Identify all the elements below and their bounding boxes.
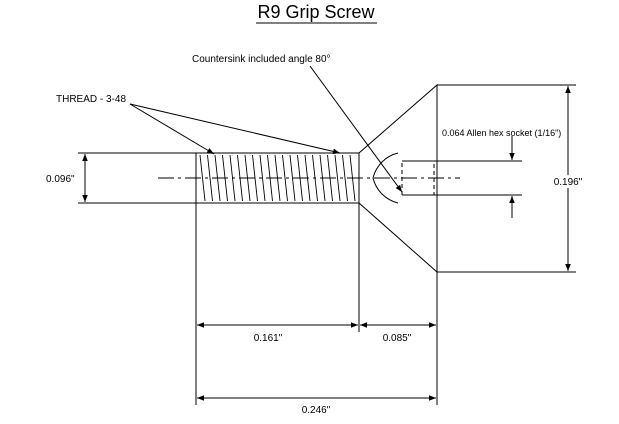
socket-curve bbox=[372, 152, 399, 204]
thread-line bbox=[282, 154, 288, 202]
dim-label-major-dia: 0.096" bbox=[46, 174, 75, 185]
dim-label-head-len: 0.085" bbox=[383, 333, 412, 344]
thread-leader-right bbox=[129, 103, 341, 155]
thread-label: THREAD - 3-48 bbox=[56, 94, 126, 105]
dim-label-head-dia: 0.196" bbox=[554, 177, 583, 188]
countersink-label: Countersink included angle 80° bbox=[192, 54, 331, 65]
dim-label-total-len: 0.246" bbox=[302, 405, 331, 416]
thread-line bbox=[334, 154, 341, 202]
thread-line bbox=[289, 154, 296, 202]
drawing-title: R9 Grip Screw bbox=[257, 2, 375, 22]
dim-label-thread-len: 0.161" bbox=[254, 333, 283, 344]
thread-line bbox=[259, 154, 266, 202]
thread-line bbox=[342, 154, 348, 202]
countersink-leader bbox=[309, 65, 403, 193]
screw-head bbox=[358, 83, 438, 274]
thread-leader-left bbox=[129, 103, 215, 155]
thread-line bbox=[199, 154, 206, 202]
thread-line bbox=[207, 154, 213, 202]
hex-socket-label: 0.064 Allen hex socket (1/16") bbox=[442, 128, 561, 138]
